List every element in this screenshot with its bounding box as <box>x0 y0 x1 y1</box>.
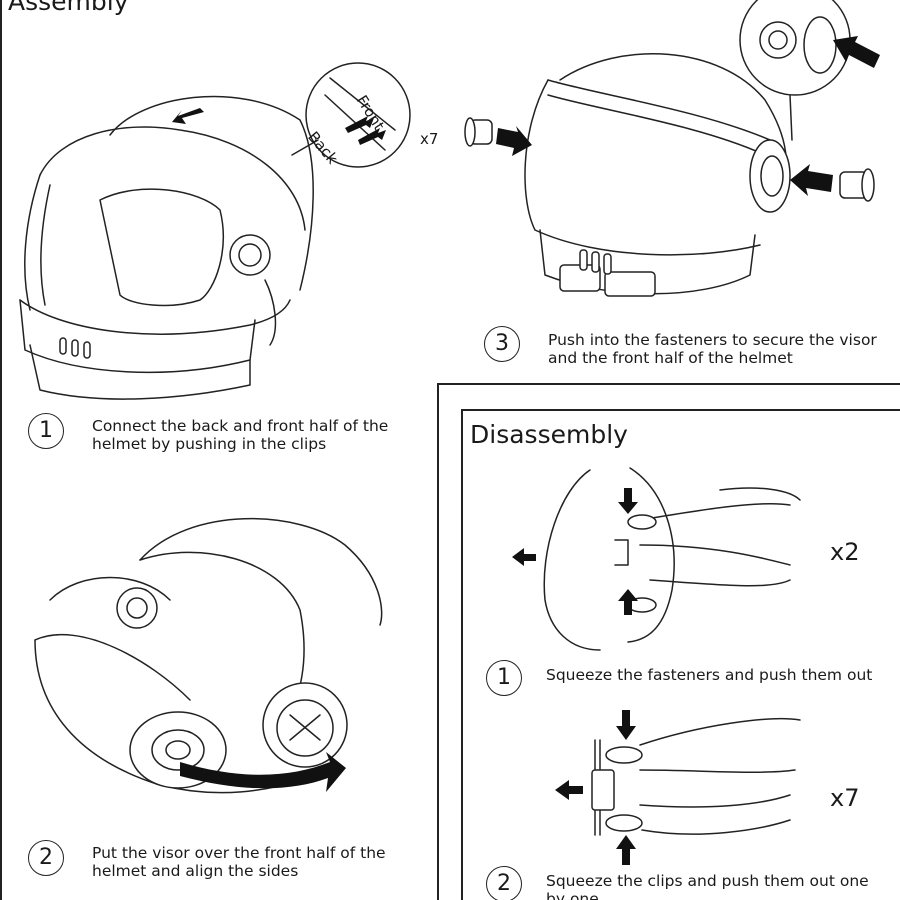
assembly-step-3-number: 3 <box>484 326 520 362</box>
assembly-step-2-number: 2 <box>28 840 64 876</box>
disassembly-step-1-number: 1 <box>486 660 522 696</box>
disassembly-step-1-count: x2 <box>830 538 860 566</box>
helmet-halves-illustration <box>19 62 411 400</box>
disassembly-step-1-text: Squeeze the fasteners and push them out <box>546 666 873 684</box>
assembly-step-1-text: Connect the back and front half of the h… <box>92 417 389 453</box>
disassembly-step-2-text: Squeeze the clips and push them out one … <box>546 872 869 900</box>
fastener-illustration <box>464 0 880 297</box>
assembly-step-2-text: Put the visor over the front half of the… <box>92 844 386 880</box>
disassembly-step-2-number: 2 <box>486 866 522 900</box>
clip-count: x7 <box>420 130 439 148</box>
assembly-step-1-number: 1 <box>28 413 64 449</box>
disassembly-title: Disassembly <box>470 420 628 449</box>
assembly-title: Assembly <box>8 0 129 16</box>
visor-alignment-illustration <box>34 518 383 794</box>
disassembly-outer-border <box>437 383 900 900</box>
squeeze-clips-illustration <box>555 710 801 865</box>
disassembly-step-2-count: x7 <box>830 784 860 812</box>
disassembly-panel <box>461 409 900 900</box>
squeeze-fasteners-illustration <box>512 467 801 651</box>
assembly-step-3-text: Push into the fasteners to secure the vi… <box>548 331 877 367</box>
assembly-border <box>0 0 2 900</box>
